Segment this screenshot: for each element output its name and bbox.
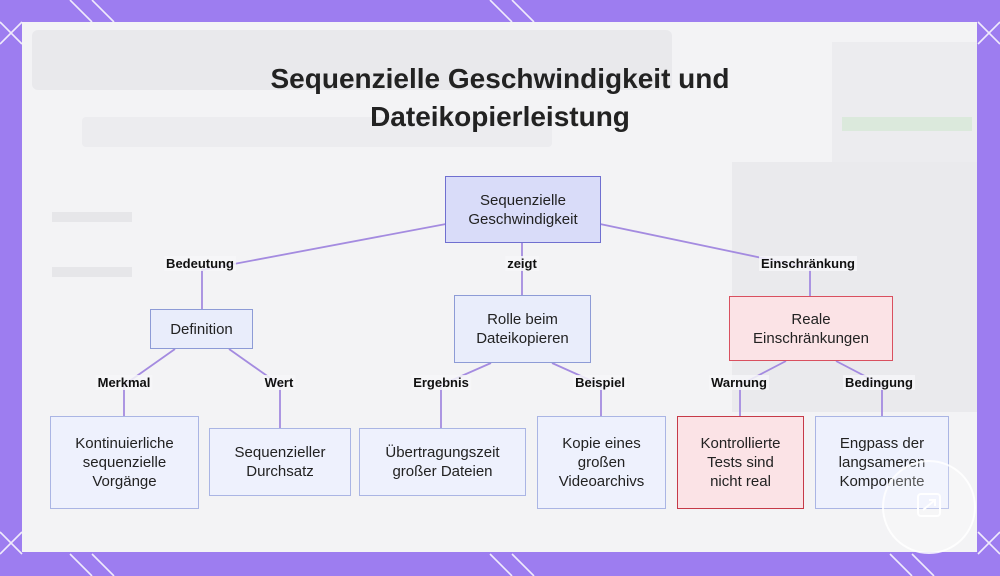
node-transfer-time: Übertragungszeit großer Dateien: [359, 428, 526, 496]
node-video-archive-copy: Kopie eines großen Videoarchivs: [537, 416, 666, 509]
node-sequential-throughput: Sequenzieller Durchsatz: [209, 428, 351, 496]
edge-label-value: Wert: [262, 375, 296, 390]
edge-label-result: Ergebnis: [411, 375, 471, 390]
edge-label-shows: zeigt: [505, 256, 539, 271]
edge-label-warning: Warnung: [709, 375, 769, 390]
title-line-1: Sequenzielle Geschwindigkeit und: [270, 63, 730, 94]
edge-label-meaning: Bedeutung: [164, 256, 236, 271]
page-title: Sequenzielle Geschwindigkeit und Dateiko…: [0, 60, 1000, 136]
node-real-limitations: Reale Einschränkungen: [729, 296, 893, 361]
edge-label-limitation: Einschränkung: [759, 256, 857, 271]
brand-logo-icon: [917, 493, 941, 517]
node-role-file-copy: Rolle beim Dateikopieren: [454, 295, 591, 363]
title-line-2: Dateikopierleistung: [370, 101, 630, 132]
edge-label-example: Beispiel: [573, 375, 627, 390]
node-continuous-sequential: Kontinuierliche sequenzielle Vorgänge: [50, 416, 199, 509]
node-definition: Definition: [150, 309, 253, 349]
edge-label-condition: Bedingung: [843, 375, 915, 390]
node-sequential-speed: Sequenzielle Geschwindigkeit: [445, 176, 601, 243]
brand-logo: [882, 460, 976, 554]
edge-label-feature: Merkmal: [95, 375, 153, 390]
node-controlled-tests: Kontrollierte Tests sind nicht real: [677, 416, 804, 509]
